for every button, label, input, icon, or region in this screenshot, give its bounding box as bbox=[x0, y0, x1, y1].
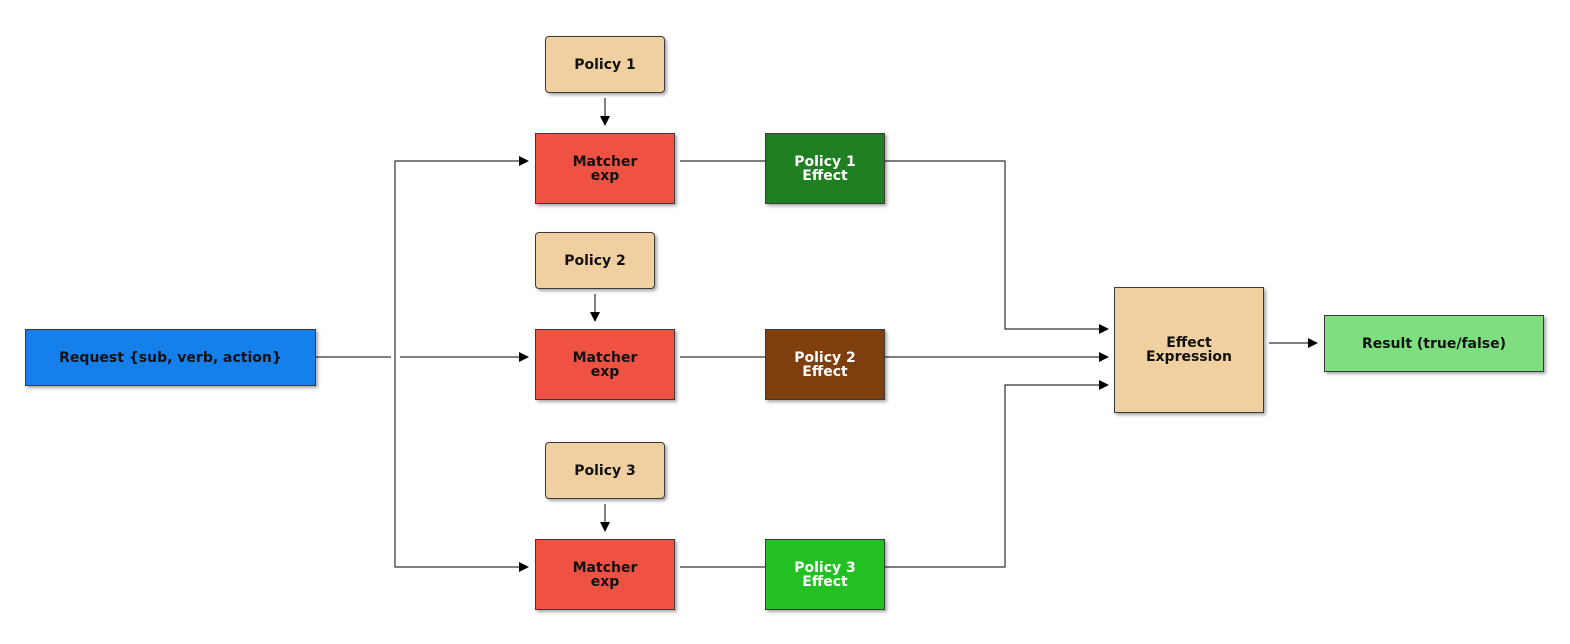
matcher-2-box: Matcher exp bbox=[535, 329, 675, 400]
policy-2-effect-box: Policy 2 Effect bbox=[765, 329, 885, 400]
matcher-2-label: Matcher exp bbox=[572, 349, 638, 380]
fork-to-matcher-1-arrow bbox=[394, 156, 529, 357]
matcher-3-label: Matcher exp bbox=[572, 559, 638, 590]
policy-1-box: Policy 1 bbox=[545, 36, 665, 93]
effect-expression-label: Effect Expression bbox=[1145, 335, 1233, 365]
effect-1-to-expression-arrow bbox=[885, 160, 1109, 334]
matcher-1-box: Matcher exp bbox=[535, 133, 675, 204]
result-box: Result (true/false) bbox=[1324, 315, 1544, 372]
policy-2-effect-label: Policy 2 Effect bbox=[794, 349, 856, 380]
request-box: Request {sub, verb, action} bbox=[25, 329, 316, 386]
request-label: Request {sub, verb, action} bbox=[59, 349, 282, 366]
matcher-3-box: Matcher exp bbox=[535, 539, 675, 610]
effect-expression-box: Effect Expression bbox=[1114, 287, 1264, 413]
policy-1-label: Policy 1 bbox=[574, 56, 636, 73]
result-label: Result (true/false) bbox=[1361, 335, 1507, 352]
effect-3-to-expression-arrow bbox=[885, 380, 1109, 568]
policy-2-box: Policy 2 bbox=[535, 232, 655, 289]
policy-3-label: Policy 3 bbox=[574, 462, 636, 479]
policy-3-effect-box: Policy 3 Effect bbox=[765, 539, 885, 610]
matcher-1-label: Matcher exp bbox=[572, 153, 638, 184]
policy-1-effect-label: Policy 1 Effect bbox=[794, 153, 856, 184]
policy-1-effect-box: Policy 1 Effect bbox=[765, 133, 885, 204]
policy-2-label: Policy 2 bbox=[564, 252, 626, 269]
policy-3-effect-label: Policy 3 Effect bbox=[794, 559, 856, 590]
policy-3-box: Policy 3 bbox=[545, 442, 665, 499]
fork-to-matcher-3-arrow bbox=[394, 357, 529, 572]
